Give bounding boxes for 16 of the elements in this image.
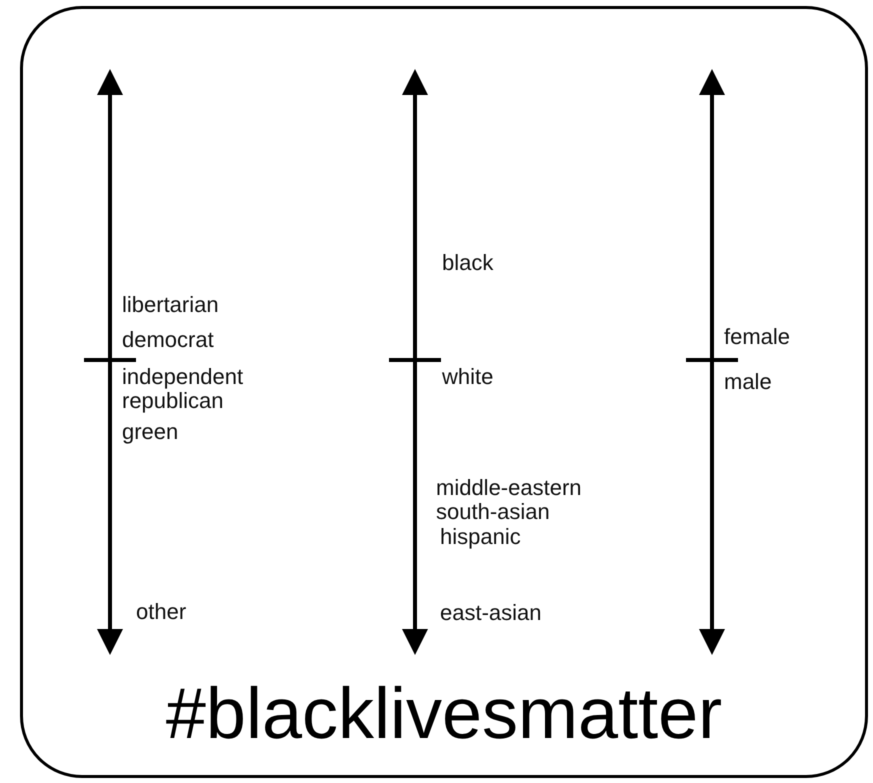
axis-label: democrat [122, 329, 214, 351]
axis-label: hispanic [440, 526, 521, 548]
axis-label: middle-eastern [436, 477, 582, 499]
hashtag-title: #blacklivesmatter [164, 678, 724, 750]
axis-label: south-asian [436, 501, 550, 523]
axis-label: republican [122, 390, 224, 412]
axis-label: other [136, 601, 186, 623]
axis-label: female [724, 326, 790, 348]
rounded-frame [20, 6, 868, 778]
axis-label: black [442, 252, 494, 274]
axis-label: libertarian [122, 294, 219, 316]
axis-label: white [442, 366, 494, 388]
axis-label: independent [122, 366, 244, 388]
axis-label: east-asian [440, 602, 542, 624]
axis-label: male [724, 371, 772, 393]
axis-label: green [122, 421, 178, 443]
